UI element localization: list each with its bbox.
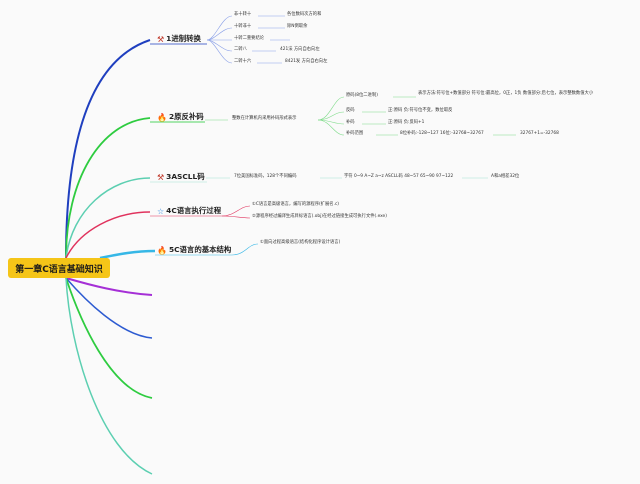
- star-icon: ☆: [157, 207, 165, 216]
- branch-1[interactable]: ⚒1进制转换: [157, 35, 201, 44]
- branch-1-child-2[interactable]: 十转非十: [234, 24, 252, 29]
- branch-2-summary[interactable]: 整数在计算机内采用补码形式表示: [232, 116, 297, 121]
- branch-4-child-2[interactable]: ②源程序经过编译生成目标语言(.obj)在经过链接生成可执行文件(.exe): [252, 214, 387, 219]
- branch-1-child-3[interactable]: 十转二重要结论: [234, 36, 265, 41]
- branch-2-child-1[interactable]: 原码(8位二进制): [346, 93, 378, 98]
- branch-line-1: [65, 39, 151, 259]
- branch-3-child-1[interactable]: 字符 0~9 A~Z a~z ASCLL码 48~57 65~90 97~122: [344, 174, 454, 179]
- branch-2-child-4-extra[interactable]: 32767+1=-32768: [520, 131, 559, 136]
- branch-2-child-1-detail[interactable]: 表示方法:符号位+数值部分 符号位:最高位，0正，1负 数值部分:后七位，表示整…: [418, 91, 594, 96]
- fire-icon: 🔥: [157, 113, 167, 122]
- tools-icon: ⚒: [157, 35, 165, 44]
- root-node[interactable]: 第一章C语言基础知识: [8, 258, 110, 278]
- branch-line-5: [99, 249, 156, 260]
- branch-4-child-1[interactable]: ①C语言是高级语言，编写的源程序(扩展名.c): [252, 202, 339, 207]
- branch-4-label: 4C语言执行过程: [166, 206, 222, 215]
- branch-3-label: 3ASCLL码: [166, 172, 205, 181]
- branch-2-label: 2原反补码: [168, 112, 204, 121]
- branch-5[interactable]: 🔥5C语言的基本结构: [157, 246, 231, 255]
- branch-1-child-2-detail[interactable]: 除N倒取余: [287, 24, 308, 29]
- branch-line-2: [65, 117, 151, 259]
- branch-5-child-1[interactable]: ①面向过程高级语言(结构化程序设计语言): [260, 240, 341, 245]
- branch-3-summary[interactable]: 7位美国标准码，128个不同编码: [234, 174, 297, 179]
- empty-branch-1: [65, 277, 153, 296]
- branch-2[interactable]: 🔥2原反补码: [157, 113, 204, 122]
- branch-1-child-5-detail[interactable]: 8421发 方向自右向左: [285, 59, 328, 64]
- branch-2-child-2-detail[interactable]: 正:原码 负:符号位不变，数位取反: [388, 108, 453, 113]
- fire-icon: 🔥: [157, 246, 167, 255]
- branch-1-child-1[interactable]: 非十转十: [234, 12, 252, 17]
- branch-2-child-3-detail[interactable]: 正:原码 负:反码+1: [388, 120, 425, 125]
- empty-branch-4: [65, 277, 153, 475]
- branch-4[interactable]: ☆4C语言执行过程: [157, 207, 221, 216]
- empty-branch-3: [65, 277, 153, 399]
- branch-line-3: [65, 177, 151, 259]
- branch-2-child-4[interactable]: 补码范围: [346, 131, 364, 136]
- branch-2-child-2[interactable]: 反码: [346, 108, 355, 113]
- branch-1-label: 1进制转换: [166, 34, 201, 43]
- branch-2-child-4-detail[interactable]: 8位补码:-128~127 16位:-32768~32767: [400, 131, 484, 136]
- branch-2-child-3[interactable]: 补码: [346, 120, 355, 125]
- branch-5-label: 5C语言的基本结构: [168, 245, 232, 254]
- branch-3-child-1-detail[interactable]: A和a相差32位: [491, 174, 520, 179]
- branch-1-child-4-detail[interactable]: 421法 方向自右向左: [280, 47, 320, 52]
- empty-branch-2: [65, 277, 153, 339]
- branch-1-child-4[interactable]: 二转八: [234, 47, 247, 52]
- branch-3[interactable]: ⚒3ASCLL码: [157, 173, 205, 182]
- branch-1-child-1-detail[interactable]: 各位数码次方的和: [287, 12, 322, 17]
- tools-icon: ⚒: [157, 173, 165, 182]
- branch-line-4: [65, 211, 151, 259]
- branch-1-child-5[interactable]: 二转十六: [234, 59, 252, 64]
